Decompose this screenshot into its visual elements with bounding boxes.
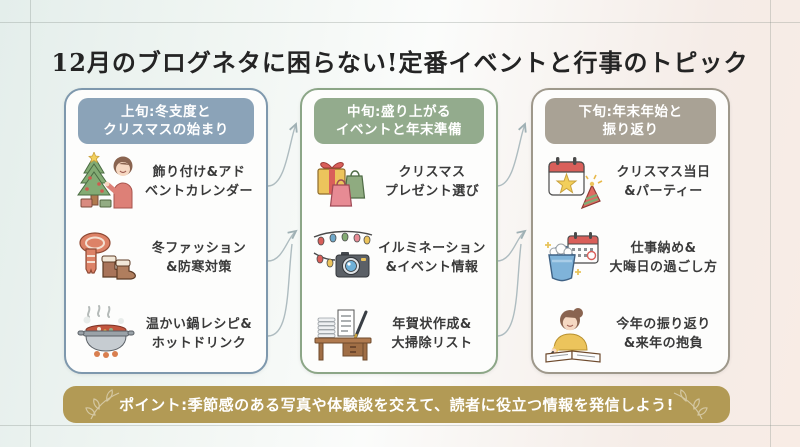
list-item: クリスマス当日 &パーティー [533,144,728,220]
item-label: クリスマス プレゼント選び [384,164,480,200]
point-banner-label: ポイント:季節感のある写真や体験談を交えて、読者に役立つ情報を発信しよう! [119,396,674,414]
calendar-and-party-hat-icon [543,149,605,215]
column-panel-early-december: 上旬:冬支度と クリスマスの始まり [64,88,268,374]
frame-line-bottom [0,425,800,426]
item-label: イルミネーション &イベント情報 [378,240,486,276]
item-label: 仕事納め& 大晦日の過ごし方 [609,240,718,276]
column-panel-late-december: 下旬:年末年始と 振り返り クリスマス当日 &パーティー [531,88,730,374]
item-label: 飾り付け&アド ベントカレンダー [144,164,253,200]
item-label: 年賀状作成& 大掃除リスト [391,316,473,352]
list-item: 冬ファッション &防寒対策 [66,220,266,296]
list-item: 今年の振り返り &来年の抱負 [533,296,728,372]
list-item: イルミネーション &イベント情報 [302,220,496,296]
frame-line-top [0,22,800,23]
list-item: 仕事納め& 大晦日の過ごし方 [533,220,728,296]
list-item: 飾り付け&アド ベントカレンダー [66,144,266,220]
bucket-and-calendar-icon [543,225,605,291]
list-item: 年賀状作成& 大掃除リスト [302,296,496,372]
frame-line-right [770,0,771,447]
item-label: 冬ファッション &防寒対策 [151,240,247,276]
list-item: 温かい鍋レシピ& ホットドリンク [66,296,266,372]
column-panel-mid-december: 中旬:盛り上がる イベントと年末準備 クリスマス プレゼント選び [300,88,498,374]
column-header-late: 下旬:年末年始と 振り返り [545,98,716,145]
point-banner: ポイント:季節感のある写真や体験談を交えて、読者に役立つ情報を発信しよう! [63,386,730,423]
desk-with-letters-icon [312,301,374,367]
hot-pot-icon [76,301,138,367]
column-header-mid: 中旬:盛り上がる イベントと年末準備 [314,98,484,145]
column-header-early: 上旬:冬支度と クリスマスの始まり [78,98,254,145]
person-writing-icon [543,301,605,367]
scarf-and-boots-icon [76,225,138,291]
leaf-branch-icon [673,389,708,420]
leaf-branch-icon [85,389,120,420]
item-label: 温かい鍋レシピ& ホットドリンク [145,316,253,352]
christmas-tree-decorating-icon [76,149,138,215]
gift-and-shopping-bags-icon [312,149,374,215]
frame-line-left [30,0,31,447]
item-label: 今年の振り返り &来年の抱負 [616,316,711,352]
string-lights-and-camera-icon [312,225,374,291]
page-title: 12月のブログネタに困らない!定番イベントと行事のトピック [51,48,749,78]
item-label: クリスマス当日 &パーティー [616,164,711,200]
list-item: クリスマス プレゼント選び [302,144,496,220]
